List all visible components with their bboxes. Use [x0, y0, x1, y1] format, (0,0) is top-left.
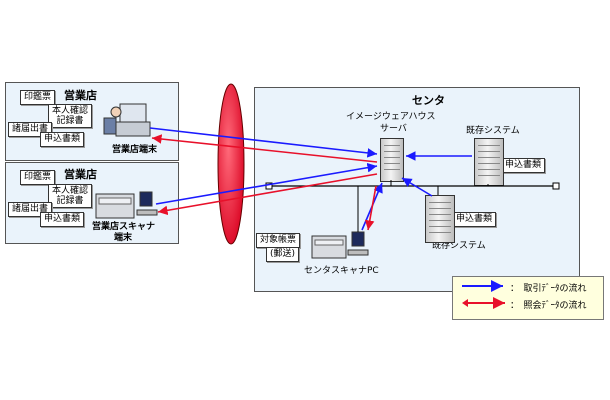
image-server-label-2: サーバ [380, 124, 407, 134]
flow-transaction-top [149, 127, 378, 158]
doc-id-record: 本人確認記録書 [48, 104, 92, 128]
existing-system-bottom-label: 既存システム [432, 241, 486, 251]
doc-id-record-2-text: 本人確認記録書 [52, 186, 89, 206]
existing-system-server-top-icon [474, 138, 504, 186]
flow-transaction-bottom [155, 162, 378, 205]
branch-terminal-icon [103, 103, 151, 137]
branch-top-title: 営業店 [64, 89, 97, 102]
existing-system-server-bottom-icon [425, 195, 455, 243]
flow-existing-bottom [401, 177, 433, 197]
doc-application: 申込書類 [40, 132, 85, 147]
legend-item-inquiry: ： 照会ﾃﾞｰﾀの流れ [510, 301, 587, 311]
doc-seal-card: 印鑑票 [20, 90, 56, 105]
doc-id-record-text: 本人確認記録書 [52, 106, 89, 126]
existing-system-top-doc: 申込書類 [501, 158, 546, 173]
legend-arrow-red-head-left [462, 299, 468, 307]
center-scanner-icon [311, 231, 369, 259]
branch-terminal-label: 営業店端末 [112, 145, 158, 155]
image-warehouse-server-icon [380, 138, 404, 182]
doc-id-record-2: 本人確認記録書 [48, 184, 92, 208]
legend [452, 276, 604, 320]
flow-inquiry-bottom [157, 173, 378, 216]
doc-seal-card-2: 印鑑票 [20, 170, 56, 185]
center-scanner-label: センタスキャナPC [304, 266, 379, 276]
branch-bottom-title: 営業店 [64, 168, 97, 181]
branch-scanner-label-1: 営業店スキャナ [92, 222, 156, 232]
center-title: センタ [412, 94, 445, 107]
flow-inquiry-top [151, 134, 378, 163]
branch-scanner-label-2: 端末 [114, 233, 133, 243]
branch-scanner-icon [95, 191, 158, 219]
legend-item-transaction: ： 取引ﾃﾞｰﾀの流れ [510, 284, 587, 294]
center-panel [254, 87, 580, 292]
existing-system-top-label: 既存システム [466, 126, 520, 136]
doc-application-2: 申込書類 [40, 212, 85, 227]
flow-center-scanner-inquiry [364, 185, 377, 231]
image-server-label-1: イメージウェアハウス [346, 112, 436, 122]
scanner-doc-mail: (郵送) [266, 247, 300, 262]
network-ellipse [217, 83, 245, 245]
